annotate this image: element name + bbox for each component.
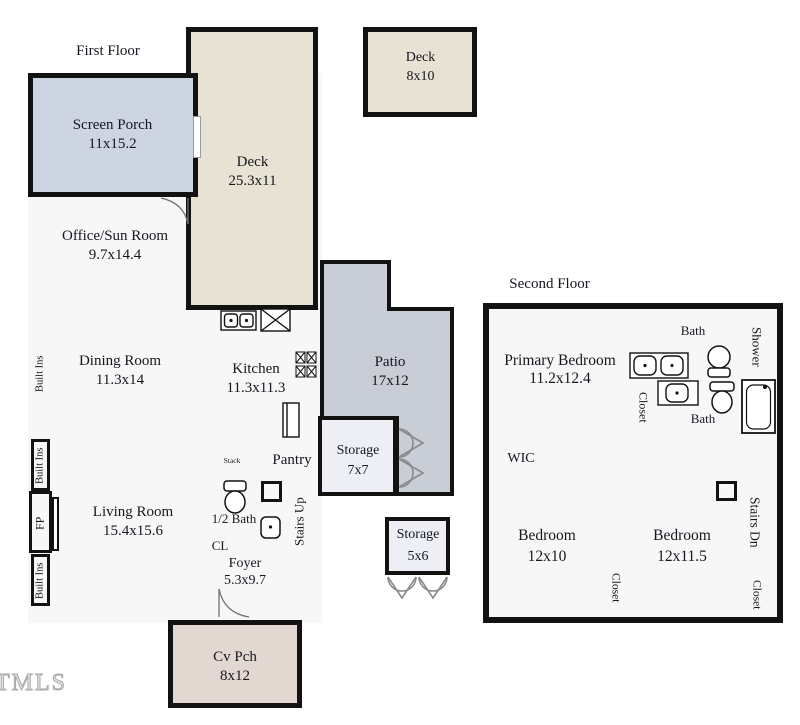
door-arc-icon bbox=[218, 588, 250, 618]
screen-porch-area bbox=[28, 73, 198, 197]
label-half-bath: 1/2 Bath bbox=[211, 511, 257, 526]
bathtub-icon bbox=[741, 379, 776, 434]
label-fireplace: FP bbox=[32, 516, 47, 530]
hearth-box bbox=[52, 497, 59, 551]
fireplace-box bbox=[29, 491, 52, 553]
label-closet-mid: Closet bbox=[609, 573, 622, 603]
built-ins-box bbox=[31, 554, 50, 606]
label-wic: WIC bbox=[507, 451, 535, 466]
label-bath-top: Bath bbox=[680, 323, 706, 338]
covered-porch-area bbox=[168, 620, 302, 708]
first-floor-title: First Floor bbox=[76, 43, 140, 59]
stairs-landing-box bbox=[716, 481, 737, 501]
label-closet-primary: Closet bbox=[636, 391, 651, 423]
refrigerator-icon bbox=[282, 402, 300, 438]
door-arc-icon bbox=[160, 197, 189, 225]
label-closet-cl: CL bbox=[211, 538, 229, 553]
toilet-icon bbox=[223, 480, 247, 514]
storage-5x6-area bbox=[385, 517, 450, 575]
toilet-icon bbox=[707, 345, 731, 378]
double-vanity-icon bbox=[629, 352, 689, 379]
built-ins-box bbox=[31, 439, 50, 491]
label-built-ins-upper: Built Ins bbox=[34, 447, 46, 485]
sink-icon bbox=[657, 380, 699, 406]
label-stairs-up: Stairs Up bbox=[291, 497, 307, 547]
toilet-icon bbox=[709, 381, 735, 414]
label-stack: Stack bbox=[223, 456, 241, 465]
label-stairs-dn: Stairs Dn bbox=[747, 496, 763, 548]
label-built-ins-dining: Built Ins bbox=[34, 355, 46, 393]
window-icon bbox=[260, 308, 291, 332]
deck-area bbox=[186, 27, 318, 310]
kitchen-sink-icon bbox=[220, 310, 257, 331]
label-pantry: Pantry bbox=[272, 452, 312, 468]
label-closet-bottom-right: Closet bbox=[750, 580, 763, 610]
second-floor-title: Second Floor bbox=[509, 276, 590, 292]
double-door-icon bbox=[398, 428, 425, 488]
double-door-icon bbox=[387, 576, 448, 600]
porch-door-gap bbox=[193, 116, 201, 158]
sink-icon bbox=[260, 516, 281, 539]
small-deck-area bbox=[363, 27, 477, 117]
stove-icon bbox=[295, 351, 317, 378]
bath-closet-box bbox=[261, 481, 282, 502]
tmls-watermark: TMLS bbox=[0, 670, 68, 697]
label-bath-bottom: Bath bbox=[690, 411, 716, 426]
label-shower: Shower bbox=[749, 327, 765, 367]
label-built-ins-lower: Built Ins bbox=[34, 562, 46, 600]
patio-area bbox=[320, 260, 454, 496]
